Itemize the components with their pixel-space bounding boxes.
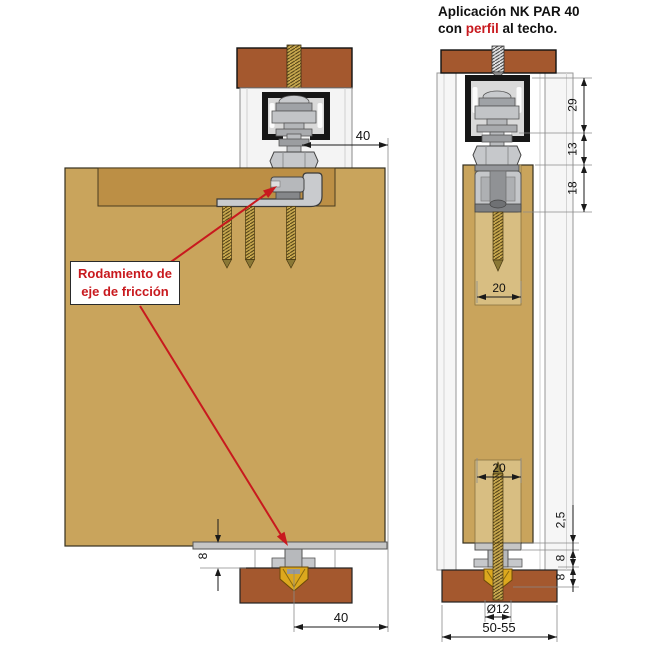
bracket-screws — [221, 206, 297, 269]
wood-screw — [221, 206, 233, 269]
callout-label: Rodamiento de eje de fricción — [70, 261, 180, 305]
title-highlight: perfil — [465, 21, 499, 36]
dim-label-track-height: 29 — [566, 98, 580, 112]
guide-pin-tip — [287, 569, 300, 574]
hex-nut-section — [472, 145, 522, 172]
callout-arrows — [139, 186, 288, 546]
wall-profile-left — [436, 72, 457, 571]
bearing-housing — [474, 170, 522, 213]
callout-arrow-to-pin — [139, 305, 282, 536]
left-view: 40 8 40 — [64, 44, 389, 632]
wood-screw — [244, 206, 256, 269]
dim-label-housing-depth: 18 — [566, 181, 580, 195]
callout-arrow-to-bearing — [167, 193, 267, 265]
callout-arrowhead-bottom — [276, 531, 288, 546]
drawing-title: Aplicación NK PAR 40 con perfil al techo… — [438, 3, 580, 37]
roller-carriage — [271, 95, 317, 137]
bottom-guide-plate — [192, 541, 388, 550]
dim-label-channel-width-bottom: 20 — [492, 461, 506, 475]
dim-label-hole-diameter: Ø12 — [487, 602, 510, 616]
dim-label-bottom-width: 40 — [334, 610, 348, 625]
channel-screw-bottom — [492, 461, 504, 601]
dim-label-total-width: 50-55 — [482, 620, 515, 635]
roller-carriage-section — [474, 90, 520, 133]
right-view-dimensions: 29 13 18 20 20 — [441, 77, 592, 642]
wood-screw — [285, 206, 297, 269]
friction-axle-bearing — [270, 176, 305, 200]
l-bracket — [216, 172, 323, 208]
dim-label-pin-height: 8 — [554, 554, 568, 561]
dim-label-channel-width-top: 20 — [492, 281, 506, 295]
right-view: 29 13 18 20 20 — [436, 45, 592, 642]
dim-label-clearance: 13 — [566, 142, 580, 156]
channel-screw-top — [492, 211, 504, 272]
title-line-1: Aplicación NK PAR 40 — [438, 4, 580, 19]
wall-profile-right — [544, 72, 574, 571]
dim-label-top-width: 40 — [356, 128, 370, 143]
callout-arrowhead-top — [263, 186, 277, 198]
title-line-2: con perfil al techo. — [438, 21, 558, 36]
dim-label-guide-depth: 8 — [554, 573, 568, 580]
dim-label-plate-thickness: 2,5 — [554, 511, 568, 528]
ceiling-screw-section — [491, 45, 505, 80]
dim-label-bottom-offset: 8 — [196, 552, 210, 559]
left-view-dimensions: 40 8 40 — [196, 128, 389, 632]
